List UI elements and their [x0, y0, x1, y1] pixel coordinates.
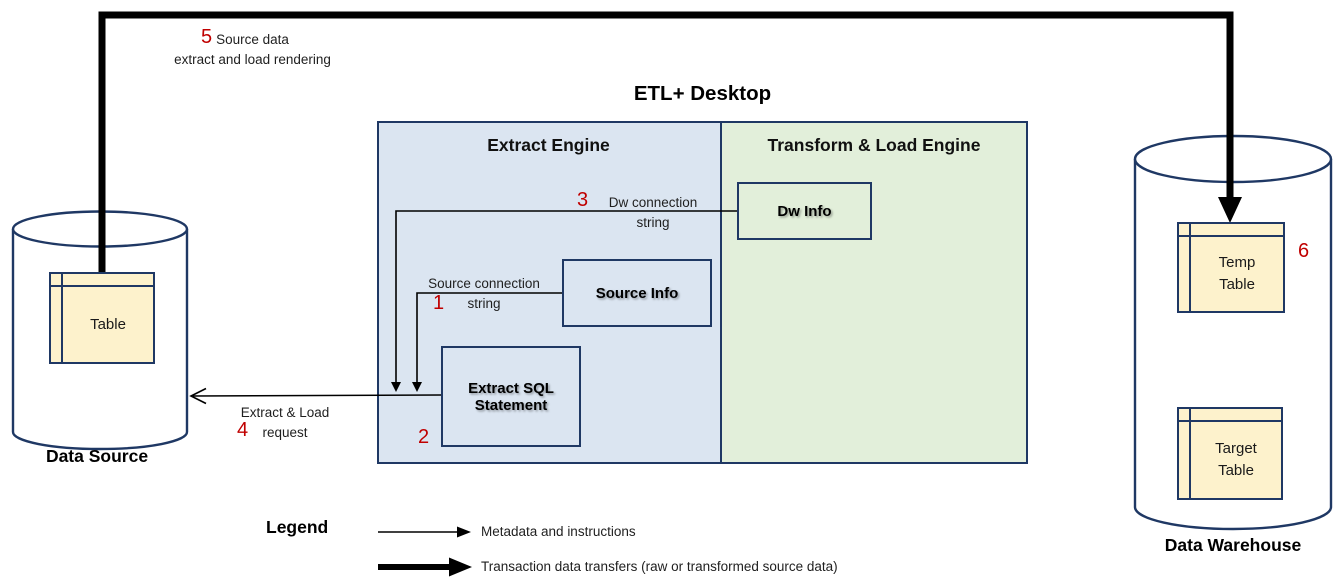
temp-table-label: Temp Table: [1218, 254, 1256, 293]
source-info-box: Source Info: [562, 259, 712, 327]
target-table-icon: Target Table: [1177, 407, 1283, 500]
flow-3-label: Dw connection string: [608, 195, 698, 231]
transform-load-engine-heading: Transform & Load Engine: [767, 135, 981, 155]
transaction-arrowhead-icon: [1218, 197, 1242, 223]
dw-connection-arrowhead-icon: [391, 382, 401, 392]
target-table-label: Target Table: [1215, 440, 1257, 479]
table-header-row-line: [1179, 420, 1281, 422]
legend-title: Legend: [266, 517, 329, 537]
extract-engine-heading: Extract Engine: [487, 135, 610, 155]
dw-connection-line: [395, 210, 737, 383]
legend-thick-arrowhead-icon: [449, 557, 472, 577]
flow-5-label: Source data extract and load rendering: [174, 32, 331, 68]
legend-thin-label: Metadata and instructions: [481, 524, 636, 539]
extract-load-request-arrowhead-icon: [189, 387, 207, 405]
flow-5-number: 5: [201, 26, 213, 48]
flow-2-number: 2: [418, 426, 430, 448]
table-header-col-line: [1189, 224, 1191, 311]
flow-4-number: 4: [237, 419, 249, 441]
transform-load-engine-panel: [722, 123, 1026, 462]
source-connection-line: [416, 292, 562, 383]
transaction-data-path: [98, 11, 1234, 274]
source-connection-arrowhead-icon: [412, 382, 422, 392]
extract-sql-statement-box: Extract SQL Statement: [441, 346, 581, 447]
temp-table-icon: Temp Table: [1177, 222, 1285, 313]
data-warehouse-label: Data Warehouse: [1164, 535, 1302, 555]
flow-4-label: Extract & Load request: [240, 405, 330, 441]
flow-1-label: Source connection string: [428, 276, 540, 312]
legend-thick-label: Transaction data transfers (raw or trans…: [481, 559, 838, 574]
flow-3-number: 3: [577, 189, 589, 211]
dw-info-box: Dw Info: [737, 182, 872, 240]
flow-1-number: 1: [433, 292, 445, 314]
table-header-col-line: [61, 274, 63, 362]
legend-thin-arrowhead-icon: [457, 526, 471, 538]
table-header-row-line: [51, 285, 153, 287]
table-header-row-line: [1179, 235, 1283, 237]
data-source-table-label: Table: [90, 315, 126, 333]
flow-6-number: 6: [1298, 240, 1310, 262]
extract-load-request-line: [192, 394, 442, 397]
data-source-label: Data Source: [45, 446, 149, 466]
data-source-table-icon: Table: [49, 272, 155, 364]
table-header-col-line: [1189, 409, 1191, 498]
page-title: ETL+ Desktop: [633, 82, 772, 105]
